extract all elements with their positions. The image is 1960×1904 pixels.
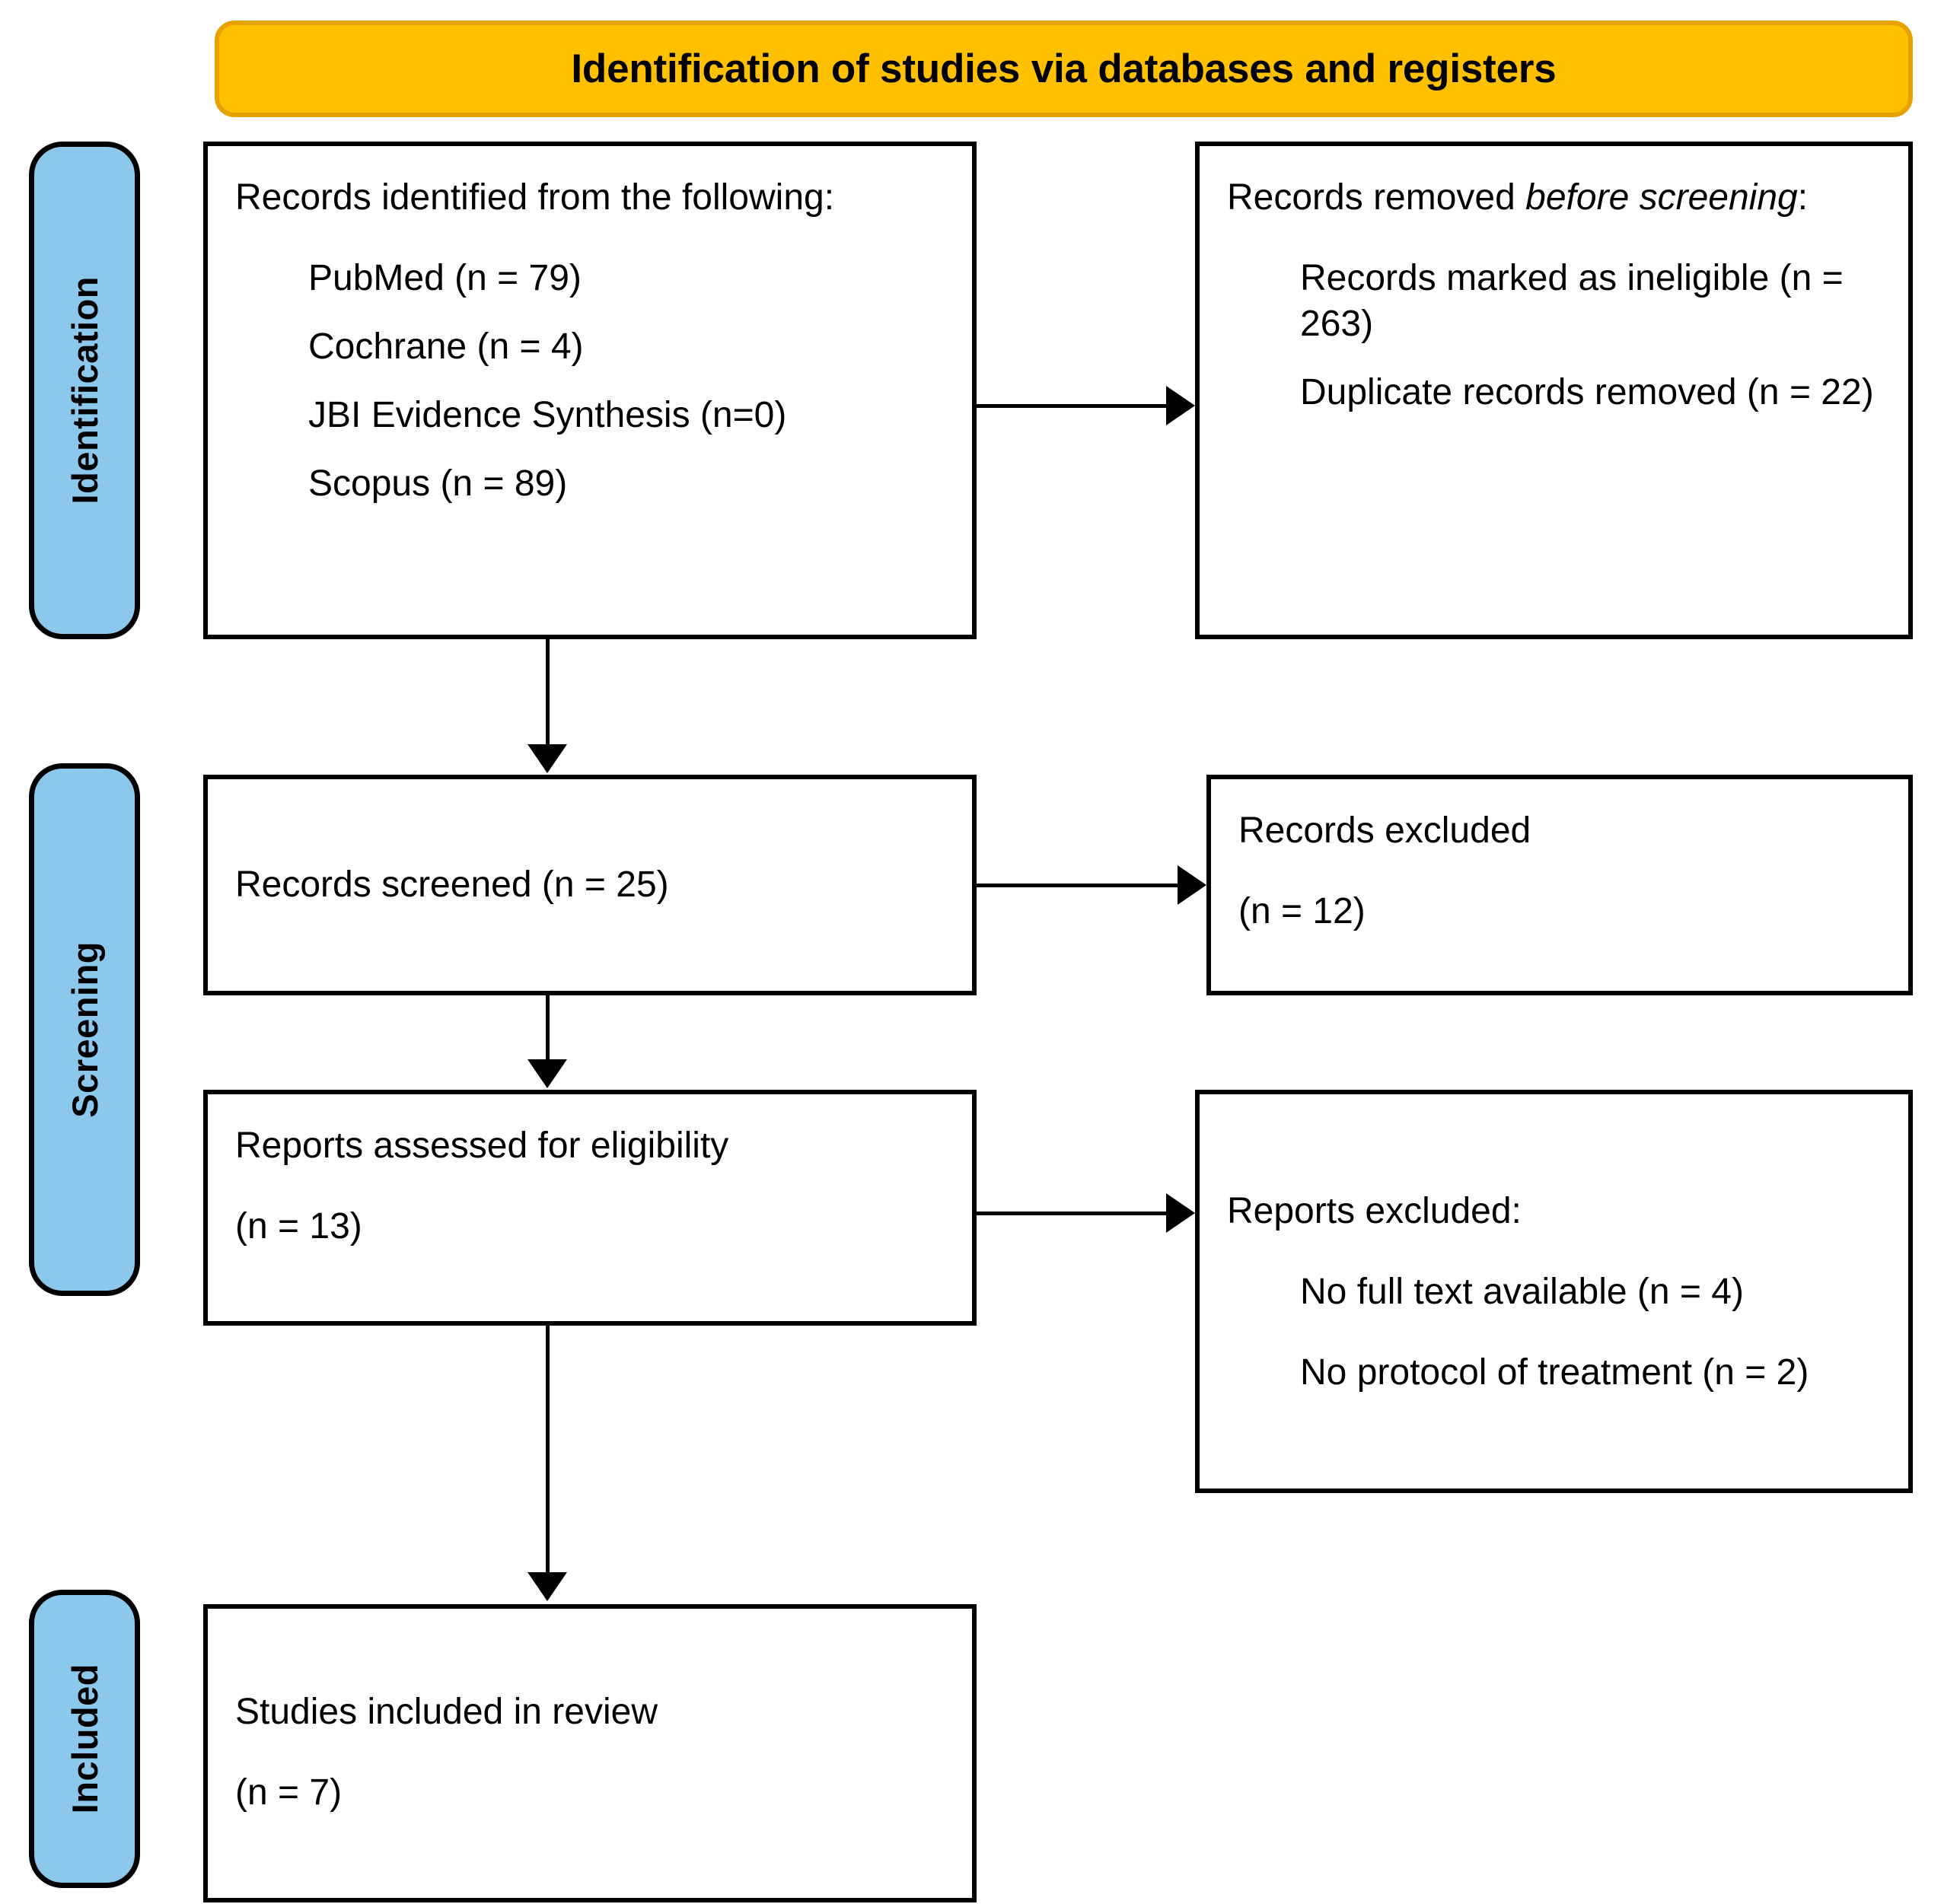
box-records-removed-heading-pre: Records removed bbox=[1227, 177, 1526, 218]
box-records-removed-heading-emphasis: before screening bbox=[1525, 177, 1798, 218]
connector-eligibility-to-reports-excluded-line bbox=[977, 1211, 1166, 1215]
connector-eligibility-to-reports-excluded-arrowhead bbox=[1166, 1193, 1195, 1233]
stage-label-screening-text: Screening bbox=[64, 941, 105, 1118]
box-records-excluded: Records excluded (n = 12) bbox=[1206, 775, 1913, 995]
box-reports-excluded-heading: Reports excluded: bbox=[1227, 1191, 1522, 1231]
diagram-header-banner: Identification of studies via databases … bbox=[215, 21, 1913, 117]
box-records-identified-item-scopus: Scopus (n = 89) bbox=[308, 463, 568, 504]
box-records-identified: Records identified from the following: P… bbox=[203, 142, 977, 639]
stage-label-identification-text: Identification bbox=[64, 276, 105, 505]
stage-label-identification: Identification bbox=[29, 142, 140, 639]
connector-eligibility-to-included-arrowhead bbox=[527, 1572, 567, 1601]
box-reports-excluded-item-nofulltext: No full text available (n = 4) bbox=[1300, 1272, 1744, 1312]
box-records-removed-item-ineligible: Records marked as ineligible (n = 263) bbox=[1300, 258, 1844, 344]
diagram-title: Identification of studies via databases … bbox=[571, 46, 1557, 91]
box-studies-included-heading: Studies included in review bbox=[235, 1692, 658, 1732]
stage-label-included-text: Included bbox=[64, 1664, 105, 1814]
connector-identified-to-screened-line bbox=[546, 639, 550, 746]
box-records-excluded-heading: Records excluded bbox=[1238, 810, 1531, 851]
connector-screened-to-eligibility-arrowhead bbox=[527, 1059, 567, 1088]
connector-screened-to-eligibility-line bbox=[546, 995, 550, 1061]
stage-label-included: Included bbox=[29, 1590, 140, 1888]
connector-identified-to-removed-line bbox=[977, 404, 1166, 408]
box-reports-assessed-eligibility: Reports assessed for eligibility (n = 13… bbox=[203, 1090, 977, 1326]
box-records-removed-item-duplicates: Duplicate records removed (n = 22) bbox=[1300, 372, 1874, 412]
box-reports-assessed-eligibility-count: (n = 13) bbox=[235, 1206, 362, 1247]
connector-eligibility-to-included-line bbox=[546, 1326, 550, 1574]
box-records-removed-heading: Records removed before screening: bbox=[1227, 175, 1881, 221]
connector-identified-to-removed-arrowhead bbox=[1166, 386, 1195, 425]
box-records-identified-heading: Records identified from the following: bbox=[235, 177, 835, 218]
box-records-excluded-count: (n = 12) bbox=[1238, 891, 1366, 931]
box-records-identified-item-jbi: JBI Evidence Synthesis (n=0) bbox=[308, 395, 787, 435]
box-records-removed-heading-post: : bbox=[1797, 177, 1809, 218]
box-studies-included: Studies included in review (n = 7) bbox=[203, 1604, 977, 1902]
box-records-identified-item-cochrane: Cochrane (n = 4) bbox=[308, 326, 584, 367]
connector-screened-to-records-excluded-arrowhead bbox=[1178, 865, 1206, 905]
box-records-screened: Records screened (n = 25) bbox=[203, 775, 977, 995]
box-records-screened-text: Records screened (n = 25) bbox=[235, 864, 669, 905]
connector-identified-to-screened-arrowhead bbox=[527, 744, 567, 773]
box-reports-excluded-item-noprotocol: No protocol of treatment (n = 2) bbox=[1300, 1352, 1809, 1393]
box-records-removed: Records removed before screening: Record… bbox=[1195, 142, 1913, 639]
connector-screened-to-records-excluded-line bbox=[977, 884, 1178, 887]
box-studies-included-count: (n = 7) bbox=[235, 1772, 343, 1813]
box-reports-excluded: Reports excluded: No full text available… bbox=[1195, 1090, 1913, 1493]
stage-label-screening: Screening bbox=[29, 763, 140, 1296]
box-reports-assessed-eligibility-heading: Reports assessed for eligibility bbox=[235, 1126, 729, 1166]
box-records-identified-item-pubmed: PubMed (n = 79) bbox=[308, 258, 582, 298]
